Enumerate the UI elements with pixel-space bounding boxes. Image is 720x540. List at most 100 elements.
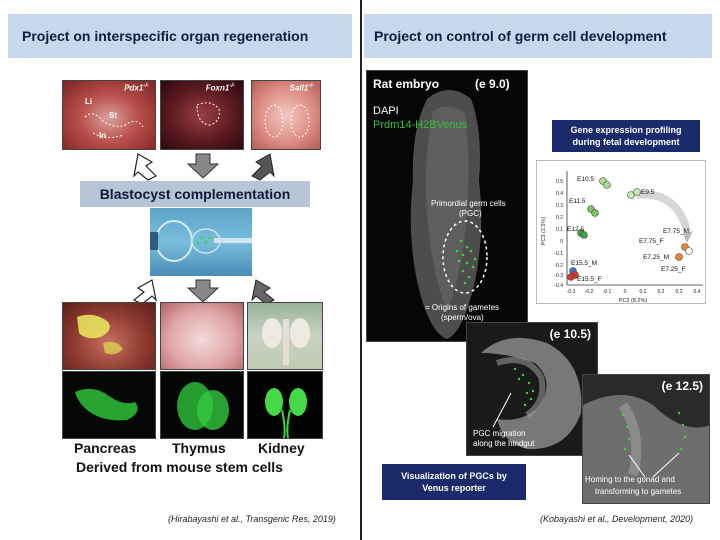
organ-label-pancreas: Pancreas [74,440,137,456]
pca-y-ticks: 0.5 0.4 0.3 0.2 0.1 0 -0.1 -0.2 -0.3 -0.… [554,179,563,289]
complementation-label: Blastocyst complementation [99,186,291,202]
left-header-title: Project on interspecific organ regenerat… [22,28,309,44]
top-arrows-svg [133,153,275,181]
x-tick: 0.3 [676,289,683,295]
kidney-outline-svg [264,104,310,138]
pca-label-e775m: E7.75_M [663,228,689,235]
kidney-gfp-svg [265,388,307,438]
kidney-gfp-photo [247,371,323,439]
x-tick: 0.4 [694,289,701,295]
pca-label-e95: E9.5 [641,189,655,196]
pca-label-e105: E10.5 [577,176,594,183]
injection-svg [150,220,252,262]
thymus-chimera-photo [160,302,244,370]
arrow-down-right-2-icon [251,279,275,305]
blastocyst-injection-photo [150,208,252,276]
origin-label-line1: = Origins of gametes [425,303,500,312]
y-tick: -0.2 [554,263,563,269]
kidney-mutant-photo: Sall1-/- [251,80,321,150]
y-tick: 0 [560,239,563,245]
embryo-e12-5-photo: (e 12.5) Homing to the gonad and transfo… [582,374,710,504]
li-label: Li [85,97,93,106]
x-tick: -0.1 [603,289,612,295]
pca-xlabel: PC2 (8.2%) [619,298,648,304]
derived-label: Derived from mouse stem cells [76,459,283,475]
pancreas-chimera-svg [77,314,123,355]
right-header: Project on control of germ cell developm… [364,14,712,58]
stain-venus-label: Prdm14-H2BVenus [373,119,468,131]
stain-dapi-label: DAPI [373,105,399,117]
embryo-e12-5-svg [583,395,709,503]
pca-label-e725m: E7.25_M [643,254,669,261]
left-header: Project on interspecific organ regenerat… [8,14,352,58]
pancreas-chimera-photo [62,302,156,370]
pca-label-e155f: E15.5_F [577,276,602,283]
left-reference: (Hirabayashi et al., Transgenic Res, 201… [168,514,336,524]
organ-label-kidney: Kidney [258,440,305,456]
complementation-box: Blastocyst complementation [80,181,310,207]
embryo-e9-title: Rat embryo [373,77,440,91]
profiling-box: Gene expression profiling during fetal d… [552,120,700,152]
x-tick: -0.2 [585,289,594,295]
y-tick: -0.3 [554,273,563,279]
pancreas-gfp-svg [75,388,138,421]
e12-5-caption-line2: transforming to gametes [595,487,682,496]
pca-ylabel: PC3 (2.5%) [541,217,547,246]
organ-label-thymus: Thymus [172,440,226,456]
y-tick: 0.1 [556,227,563,233]
rat-embryo-e9-photo: Rat embryo (e 9.0) DAPI Prdm14-H2BVenus … [366,70,528,342]
y-tick: 0.3 [556,203,563,209]
pca-plot: 0.5 0.4 0.3 0.2 0.1 0 -0.1 -0.2 -0.3 -0.… [536,160,706,304]
arrow-down-center-1-icon [186,153,220,179]
foxn1-sup: -/- [229,83,235,89]
arrow-down-center-2-icon [186,279,220,303]
y-tick: 0.2 [556,215,563,221]
pca-svg: 0.5 0.4 0.3 0.2 0.1 0 -0.1 -0.2 -0.3 -0.… [541,171,703,304]
panel-divider [360,0,362,540]
e10-5-stage: (e 10.5) [549,327,591,341]
pca-label-e125: E12.5 [567,226,584,233]
e10-5-caption-line2: along the hindgut [473,439,535,448]
pca-x-ticks: -0.3 -0.2 -0.1 0 0.1 0.2 0.3 0.4 [567,289,701,295]
y-tick: -0.4 [554,283,563,289]
sall1-sup: -/- [308,83,314,89]
pancreas-mutant-photo: Pdx1-/- Li St In [62,80,156,150]
pdx1-sup: -/- [143,83,149,89]
embryo-e10-5-photo: (e 10.5) PGC migration along the hindgut [466,322,598,456]
pca-label-e775f: E7.75_F [639,238,664,245]
thymus-gfp-svg [177,382,229,430]
e12-5-caption-line1: Homing to the gonad and [585,475,675,484]
in-label: In [99,131,107,140]
pgc-label-line2: (PGC) [459,209,482,218]
pgc-label-line1: Primordial germ cells [431,199,506,208]
foxn1-label: Foxn1 [205,83,230,93]
e12-5-stage: (e 12.5) [661,379,703,393]
kidney-chimera-svg [262,318,310,365]
kidney-chimera-photo [247,302,323,370]
y-tick: -0.1 [554,251,563,257]
x-tick: 0.1 [640,289,647,295]
e10-5-caption-line1: PGC migration [473,429,526,438]
pancreas-gfp-photo [62,371,156,439]
pca-label-e155m: E15.5_M [571,260,597,267]
sall1-label: Sall1 [289,83,309,93]
pca-points [567,177,693,281]
y-tick: 0.5 [556,179,563,185]
embryo-e9-svg [410,90,488,339]
x-tick: 0.2 [658,289,665,295]
pancreas-outline-svg [84,113,144,139]
arrow-down-left-2-icon [132,279,157,305]
right-reference: (Kobayashi et al., Development, 2020) [540,514,694,524]
thymus-mutant-photo: Foxn1-/- [160,80,244,150]
x-tick: 0 [624,289,627,295]
y-tick: 0.4 [556,191,563,197]
right-header-title: Project on control of germ cell developm… [374,28,667,44]
st-label: St [109,111,117,120]
arrow-down-right-1-icon [251,153,275,181]
pdx1-label: Pdx1 [124,83,144,93]
visualization-box: Visualization of PGCs by Venus reporter [382,464,526,500]
embryo-e10-5-svg [481,337,582,450]
pca-label-e115: E11.5 [569,198,586,205]
arrow-down-left-1-icon [133,153,158,181]
origin-label-line2: (sperm/ova) [441,313,484,322]
